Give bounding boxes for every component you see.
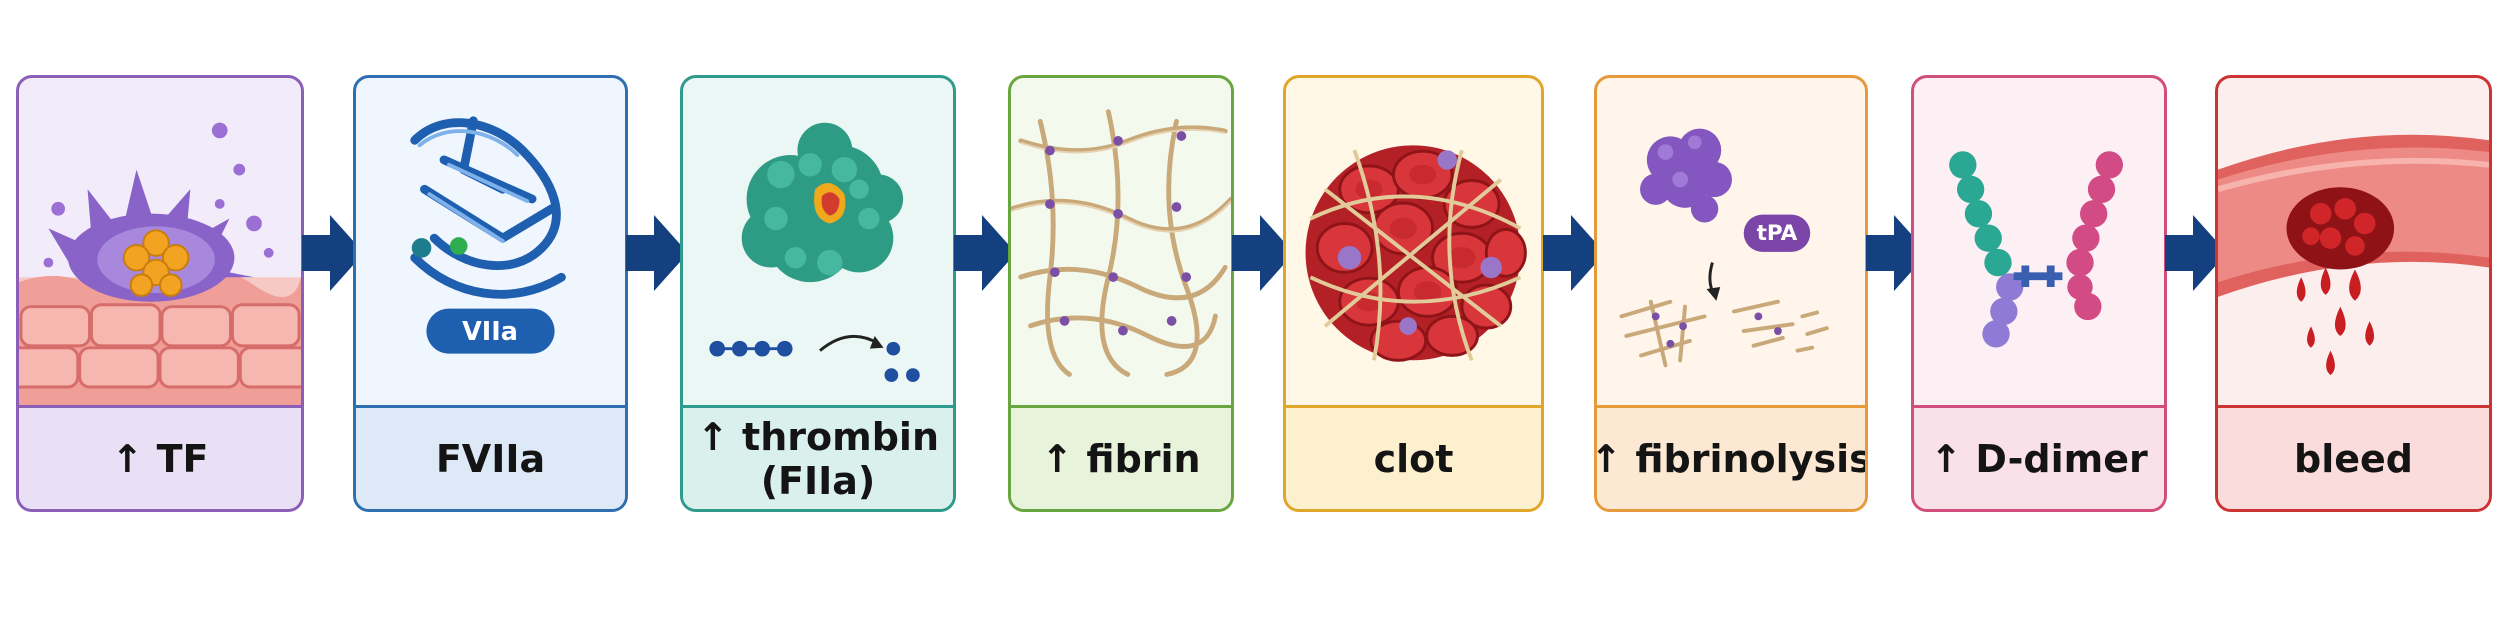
step-label: clot — [1373, 436, 1454, 481]
step-label: ↑ fibrinolysis — [1594, 436, 1868, 481]
flow-arrow — [1866, 215, 1928, 291]
panel-clot: clot — [1283, 75, 1544, 512]
label-bar: ↑ fibrinolysis — [1597, 405, 1865, 509]
label-bar: bleed — [2218, 405, 2489, 509]
step-label: bleed — [2294, 436, 2413, 481]
label-bar: FVIIa — [356, 405, 625, 509]
step-label: ↑ fibrin — [1041, 436, 1201, 481]
label-bar: ↑ D-dimer — [1914, 405, 2164, 509]
panel-tf: ↑ TF — [16, 75, 304, 512]
flow-arrow — [302, 215, 364, 291]
label-bar: clot — [1286, 405, 1541, 509]
fibrinolysis-illustration: tPA — [1597, 78, 1865, 411]
viia-badge: VIIa — [462, 316, 518, 346]
flow-arrow — [2165, 215, 2227, 291]
flow-arrow — [1543, 215, 1605, 291]
panel-fibrin: ↑ fibrin — [1008, 75, 1234, 512]
label-bar: ↑ TF — [19, 405, 301, 509]
label-bar: ↑ fibrin — [1011, 405, 1231, 509]
flow-arrow — [626, 215, 688, 291]
clot-illustration — [1286, 78, 1541, 411]
panel-fibrinolysis: tPA ↑ fibrinolysis — [1594, 75, 1868, 512]
label-bar: ↑ thrombin (FIIa) — [683, 405, 953, 509]
panel-bleed: bleed — [2215, 75, 2492, 512]
thrombin-protein-illustration — [683, 78, 953, 411]
panel-fviia: VIIa FVIIa — [353, 75, 628, 512]
tf-cell-illustration — [19, 78, 301, 411]
flow-arrow — [954, 215, 1016, 291]
tpa-badge: tPA — [1757, 221, 1798, 246]
panel-thrombin: ↑ thrombin (FIIa) — [680, 75, 956, 512]
step-label-line1: ↑ thrombin — [696, 414, 939, 459]
step-label: ↑ D-dimer — [1930, 436, 2148, 481]
flow-arrow — [1232, 215, 1294, 291]
panel-d-dimer: ↑ D-dimer — [1911, 75, 2167, 512]
fviia-protein-illustration: VIIa — [356, 78, 625, 411]
fibrin-mesh-illustration — [1011, 78, 1231, 411]
d-dimer-illustration — [1914, 78, 2164, 411]
step-label: FVIIa — [435, 436, 546, 481]
bleed-illustration — [2218, 78, 2489, 411]
step-label: ↑ TF — [111, 436, 209, 481]
step-label-line2: (FIIa) — [760, 458, 876, 503]
